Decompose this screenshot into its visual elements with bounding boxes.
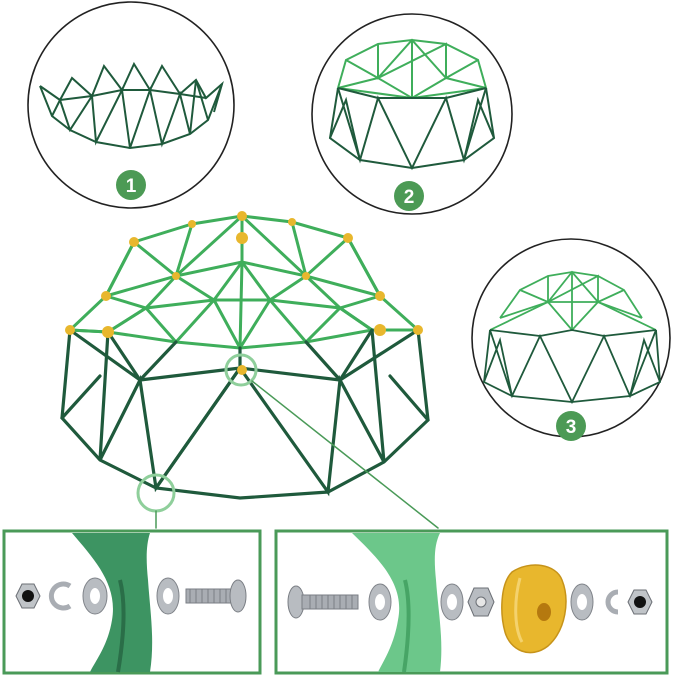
step-2-number: 2: [404, 187, 415, 208]
joint-hardware-panel: [274, 529, 669, 675]
flat-washer-icon-5: [570, 583, 594, 621]
step-1-badge: 1: [116, 170, 146, 200]
step-2-badge: 2: [394, 181, 424, 211]
flat-washer-icon-4: [440, 583, 464, 621]
split-washer-icon: [48, 581, 72, 611]
step-2-panel: 2: [311, 13, 513, 215]
bolt-icon: [185, 579, 247, 613]
base-hardware-panel: [2, 529, 262, 675]
flat-washer-icon-3: [368, 583, 392, 621]
step-3-panel: 3: [471, 238, 671, 441]
cap-nut-icon-2: [627, 589, 653, 615]
step-3-badge: 3: [556, 411, 586, 441]
assembled-dome: [60, 211, 439, 529]
step-1-panel: 1: [27, 1, 235, 209]
step-3-dome-icon: [483, 270, 661, 405]
step-3-number: 3: [566, 417, 577, 438]
step-2-dome-icon: [328, 38, 496, 171]
cap-nut-icon: [15, 583, 41, 609]
bolt-icon-2: [287, 585, 359, 619]
hex-nut-icon: [467, 587, 495, 617]
step-1-dome-icon: [39, 61, 224, 150]
step-1-number: 1: [126, 176, 137, 197]
joint-callout-ring: [224, 353, 258, 387]
flat-washer-icon: [82, 577, 108, 615]
split-washer-icon-2: [605, 589, 619, 615]
flat-washer-icon-2: [156, 577, 180, 615]
yellow-hub-connector-icon: [501, 564, 567, 654]
